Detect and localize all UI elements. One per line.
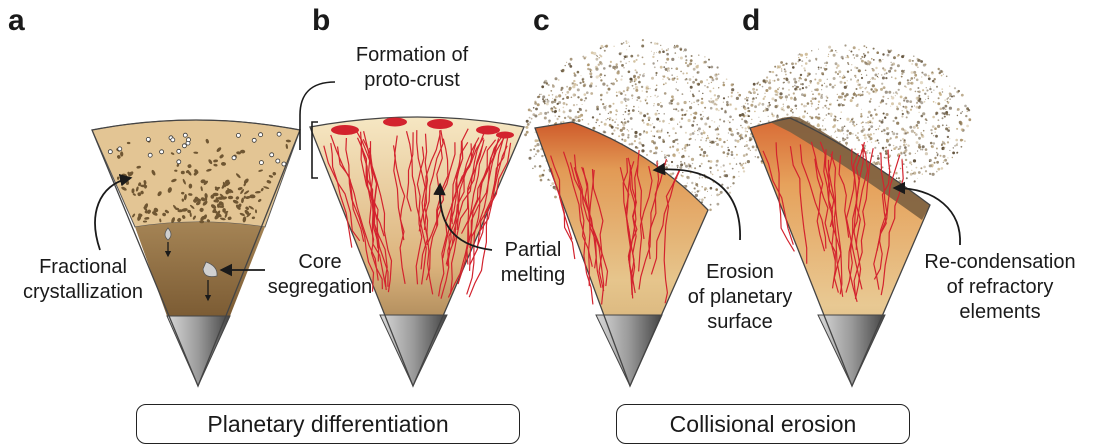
panel-b-melt-veins [323,128,512,299]
erosion-label: Erosion of planetary surface [676,260,804,335]
panel-d-recondensed-layer [770,116,930,220]
panel-letter-a: a [8,4,25,37]
fractional-crystallization-arrow [94,174,133,251]
panel-b-core [379,314,448,388]
panel-a-outline [91,119,301,388]
core-segregation-line-2: segregation [267,276,373,298]
panel-b-proto-crust-pools [331,117,514,139]
panel-c-wedge [534,121,709,388]
panel-c-core [595,314,663,388]
partial-melting-arrow [433,182,493,251]
partial-melting-label: Partial melting [490,238,576,288]
planetary-differentiation-box: Planetary differentiation [136,404,520,444]
partial-melting-line-2: melting [500,264,566,286]
proto-crust-brace [299,81,336,150]
core-segregation-label: Core segregation [266,250,374,300]
core-segregation-line-1: Core [298,251,342,273]
recondensation-label: Re-condensation of refractory elements [910,250,1090,325]
panel-a-droplets [164,227,218,302]
partial-melting-line-1: Partial [504,239,562,261]
recondensation-line-2: of refractory [946,276,1054,298]
recondensation-arrow [892,181,961,246]
proto-crust-line-1: Formation of [355,44,469,66]
erosion-line-1: Erosion [706,261,774,283]
erosion-arrow [652,162,741,241]
panel-d-core [817,314,886,388]
collisional-erosion-box: Collisional erosion [616,404,910,444]
panel-a-core [166,315,231,388]
fractional-crystallization-label: Fractional crystallization [8,255,158,305]
panel-letter-c: c [533,4,550,37]
erosion-line-2: of planetary [687,286,793,308]
erosion-line-3: surface [707,311,773,333]
panel-c-melt-veins [550,149,681,305]
panel-letter-d: d [742,4,761,37]
panel-a-wedge [91,119,301,388]
recondensation-line-3: elements [959,301,1041,323]
proto-crust-line-2: proto-crust [364,69,460,91]
panel-d-wedge [749,116,931,388]
panel-letter-b: b [312,4,331,37]
fractional-crystallization-line-1: Fractional [39,256,127,278]
recondensation-line-1: Re-condensation [924,251,1076,273]
proto-crust-bracket [311,121,318,179]
fractional-crystallization-line-2: crystallization [22,281,144,303]
panel-b-wedge [309,116,525,388]
proto-crust-label: Formation of proto-crust [332,43,492,93]
